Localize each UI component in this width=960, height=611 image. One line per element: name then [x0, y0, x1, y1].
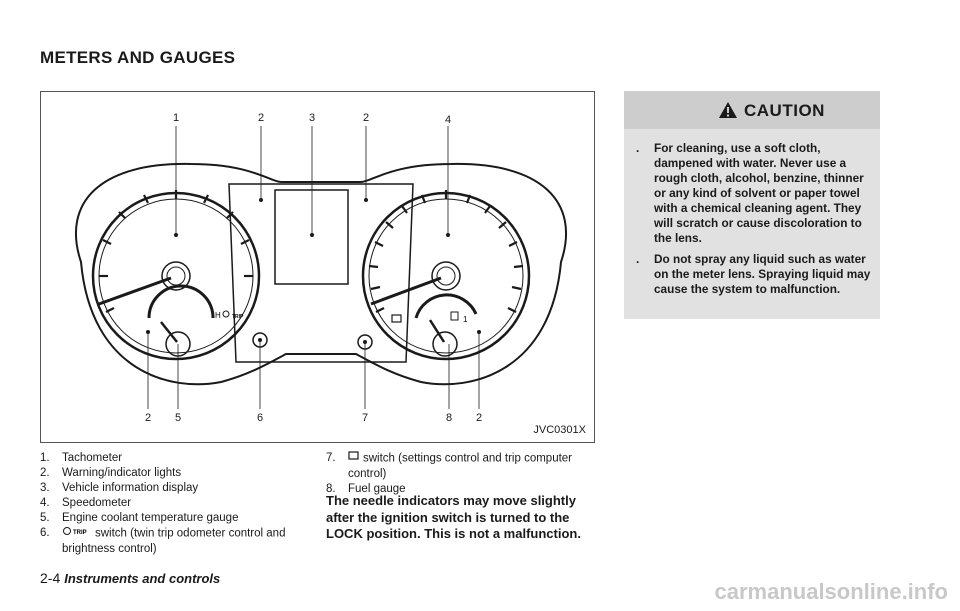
vehicle-information-display	[274, 189, 349, 285]
temperature-gauge-arc	[147, 284, 215, 319]
trip-label: TRIP	[232, 314, 244, 320]
callout-bottom-1: 2	[144, 412, 152, 424]
speedometer-inner-ring	[368, 198, 524, 354]
caption-item: 4.Speedometer	[40, 497, 132, 509]
callout-top-5: 4	[444, 114, 452, 126]
caution-box: CAUTION .For cleaning, use a soft cloth,…	[624, 91, 880, 319]
callout-top-2: 2	[257, 112, 265, 124]
caption-item: 2.Warning/indicator lights	[40, 467, 182, 479]
fuel-gauge-arc	[414, 293, 478, 319]
tachometer-needle	[98, 276, 172, 306]
trip-icon-shape	[222, 310, 230, 318]
warning-triangle-icon	[718, 101, 738, 124]
figure-code: JVC0301X	[533, 424, 586, 436]
caution-header: CAUTION	[624, 91, 880, 129]
section-name: Instruments and controls	[64, 571, 221, 586]
callout-top-4: 2	[362, 112, 370, 124]
settings-switch-icon	[348, 451, 360, 466]
caution-item: .For cleaning, use a soft cloth, dampene…	[636, 141, 864, 245]
trip-switch-icon: TRIP	[62, 526, 92, 541]
callout-dots	[146, 198, 481, 334]
caption-item: 1.Tachometer	[40, 452, 123, 464]
instrument-cluster-figure: H TRIP 1	[40, 91, 595, 443]
fuel-full-label: 1	[463, 315, 468, 324]
speedometer-outer-ring	[361, 191, 531, 361]
temperature-hot-label: H	[215, 311, 221, 320]
instrument-cluster-diagram: H TRIP 1	[75, 126, 567, 409]
settings-icon-shape	[391, 314, 402, 323]
caption-list-left: 1.Tachometer 2.Warning/indicator lights …	[40, 451, 305, 557]
fuel-pump-icon	[450, 311, 459, 321]
page-number: 2-4	[40, 570, 61, 586]
caption-item: 5.Engine coolant temperature gauge	[40, 512, 239, 524]
caption-item: 8.Fuel gauge	[326, 482, 406, 495]
caption-list-right: 7. switch (settings control and trip com…	[326, 451, 598, 497]
callout-top-3: 3	[308, 112, 316, 124]
caution-item: .Do not spray any liquid such as water o…	[636, 252, 871, 296]
callout-top-1: 1	[172, 112, 180, 124]
svg-text:TRIP: TRIP	[73, 530, 87, 536]
needle-note: The needle indicators may move slightly …	[326, 493, 581, 541]
speedometer-needle	[370, 276, 442, 306]
cluster-housing	[75, 162, 567, 386]
tachometer-ticks	[99, 190, 253, 313]
caution-list: .For cleaning, use a soft cloth, dampene…	[636, 141, 872, 303]
caution-title: CAUTION	[744, 101, 825, 120]
fuel-gauge-hub	[432, 331, 458, 357]
callout-bottom-6: 2	[475, 412, 483, 424]
callout-bottom-5: 8	[445, 412, 453, 424]
tachometer-hub	[161, 261, 191, 291]
callout-bottom-3: 6	[256, 412, 264, 424]
temperature-gauge-needle	[160, 321, 178, 343]
callout-bottom-4: 7	[361, 412, 369, 424]
speedometer-hub	[431, 261, 461, 291]
fuel-gauge-needle	[428, 319, 446, 343]
page-title: METERS AND GAUGES	[40, 48, 236, 67]
callout-bottom-2: 5	[174, 412, 182, 424]
speedometer-ticks	[368, 190, 524, 313]
caption-item: 7. switch (settings control and trip com…	[326, 451, 573, 480]
callout-leader-lines	[147, 126, 480, 409]
caption-item: 3.Vehicle information display	[40, 482, 199, 494]
center-display-housing	[228, 183, 414, 363]
watermark: carmanualsonline.info	[714, 579, 949, 604]
